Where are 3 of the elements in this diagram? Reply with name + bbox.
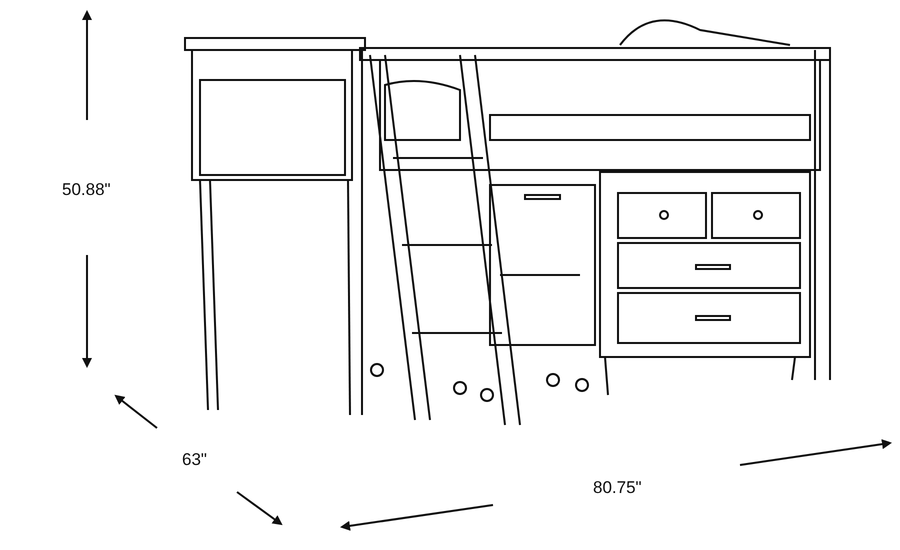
dimension-label: 63" bbox=[182, 450, 207, 470]
dimension-label: 50.88" bbox=[62, 180, 111, 200]
dimension-label: 80.75" bbox=[593, 478, 642, 498]
